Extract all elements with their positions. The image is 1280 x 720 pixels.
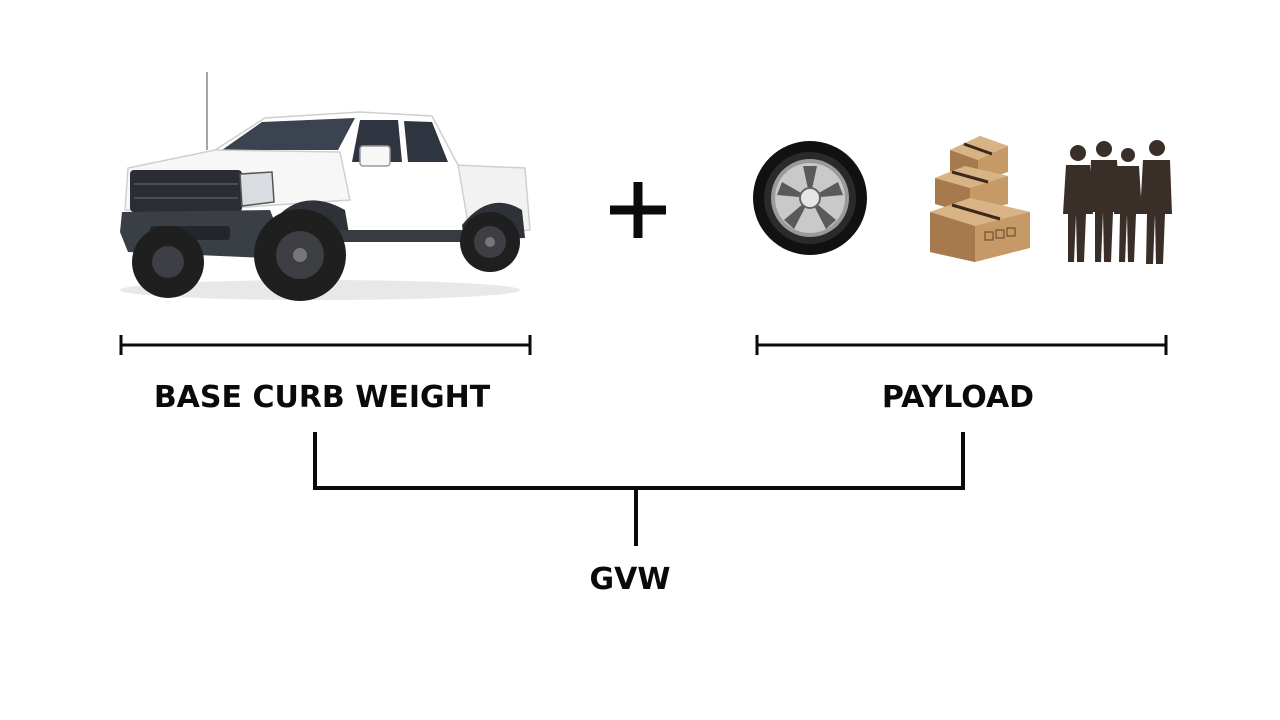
plus-operator [610, 182, 666, 238]
base-curb-weight-bracket [119, 335, 532, 355]
people-silhouettes-icon [1063, 140, 1172, 264]
pickup-truck-icon [120, 72, 531, 301]
boxes-icon [930, 136, 1030, 262]
base-curb-weight-label: BASE CURB WEIGHT [154, 380, 491, 415]
payload-bracket [755, 335, 1168, 355]
payload-label: PAYLOAD [882, 380, 1034, 415]
tire-icon [753, 141, 867, 255]
sum-connector [313, 432, 965, 546]
gvw-label: GVW [590, 562, 671, 597]
